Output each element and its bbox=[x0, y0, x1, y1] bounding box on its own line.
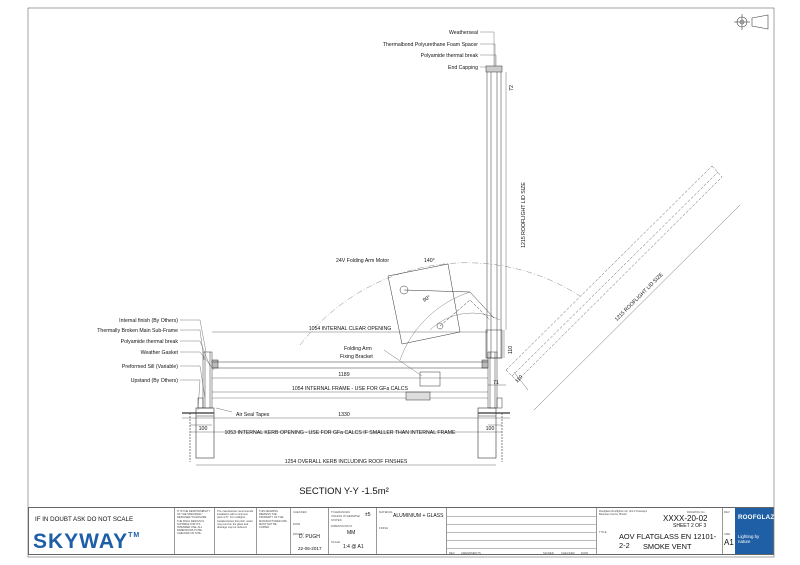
section-title: SECTION Y-Y -1.5m² bbox=[299, 486, 389, 497]
label-end-capping: End Capping bbox=[448, 65, 478, 71]
units-value: MM bbox=[347, 530, 356, 536]
company-address: Roofglaze Rooflights Ltd, Unit 2 Fiveway… bbox=[599, 510, 648, 517]
note-2: The manufacturer recommends installation… bbox=[215, 508, 257, 554]
scale-label: SCALE bbox=[331, 540, 341, 544]
label-angle-90: 90° bbox=[422, 295, 432, 304]
opening-arcs bbox=[299, 262, 581, 361]
brand-name: SKYWAY bbox=[33, 530, 129, 553]
title-label: TITLE bbox=[599, 530, 607, 534]
sheet-border bbox=[27, 7, 775, 558]
label-sub-frame: Thermally Broken Main Sub-Frame bbox=[97, 328, 178, 334]
sub-frame-left bbox=[197, 351, 219, 409]
drawn-date: 22-06-2017 bbox=[298, 546, 322, 551]
label-angle-open: 140° bbox=[424, 258, 435, 264]
drawn-by: D. PUGH bbox=[299, 534, 320, 540]
dim-110-a: 110 bbox=[508, 346, 514, 354]
checked-label: CHECKED bbox=[293, 510, 307, 514]
rev-header-amendments: AMENDMENTS bbox=[461, 551, 481, 555]
dimensions-label: DIMENSIONS IN bbox=[331, 524, 353, 528]
rev-header-date: DATE bbox=[581, 551, 589, 555]
label-foam-spacer: Thermalbond Polyurethane Foam Spacer bbox=[383, 42, 478, 48]
dim-internal-frame: 1054 INTERNAL FRAME - USE FOR GFa CALCS bbox=[292, 386, 409, 392]
label-polyamide: Polyamide thermal break bbox=[421, 53, 479, 59]
material-label: MATERIAL bbox=[379, 510, 393, 514]
label-thermal-break: Polyamide thermal break bbox=[121, 339, 179, 345]
label-motor: 24V Folding Arm Motor bbox=[336, 258, 389, 264]
dim-kerb-opening: 1053 INTERNAL KERB OPENING - USE FOR GFa… bbox=[225, 430, 457, 436]
title-line-1: AOV FLATGLASS EN 12101-2-2 bbox=[619, 532, 717, 550]
label-folding-arm: Folding Arm bbox=[344, 346, 372, 352]
dim-1189: 1189 bbox=[338, 372, 349, 378]
drawn-label: DRAWN bbox=[293, 532, 304, 536]
dimension-texts: 1054 INTERNAL CLEAR OPENING 1189 1054 IN… bbox=[199, 85, 665, 465]
label-sill: Preformed Sill (Variable) bbox=[122, 364, 178, 370]
top-labels: Weatherseal Thermalbond Polyurethane Foa… bbox=[383, 30, 479, 71]
brand-mark: TM bbox=[128, 532, 141, 539]
dim-lid-vertical: 1215 ROOFLIGHT LID SIZE bbox=[521, 182, 527, 248]
drawing-info: Roofglaze Rooflights Ltd, Unit 2 Fiveway… bbox=[597, 508, 723, 554]
drawn-cell: CHECKED DATE DRAWN D. PUGH 22-06-2017 bbox=[291, 508, 329, 554]
misc-labels: 24V Folding Arm Motor Folding Arm Fixing… bbox=[236, 258, 435, 418]
tolerance-cell: TOLERANCES UNLESS OTHERWISE STATED ±5 DI… bbox=[329, 508, 377, 554]
title-block: IF IN DOUBT ASK DO NOT SCALE SKYWAYTM IT… bbox=[28, 507, 778, 555]
logo-tagline: Lighting by nature bbox=[738, 534, 760, 544]
revisions-table: REV AMENDMENTS SIGNED CHECKED DATE bbox=[447, 508, 597, 555]
leader-lines bbox=[180, 31, 497, 413]
logo-text: ROOFGLAZE bbox=[738, 514, 779, 521]
finish-label: FINISH bbox=[379, 526, 389, 530]
sheet-size: A1 bbox=[724, 538, 734, 547]
label-internal-finish: Internal finish (By Others) bbox=[119, 318, 178, 324]
skyway-logo: SKYWAYTM bbox=[33, 530, 140, 554]
frame-rails bbox=[212, 361, 488, 399]
title-line-2: SMOKE VENT bbox=[643, 542, 692, 551]
rev-header-signed: SIGNED bbox=[543, 551, 554, 555]
material-cell: MATERIAL ALUMINIUM + GLASS FINISH bbox=[377, 508, 447, 554]
tolerance-value: ±5 bbox=[365, 512, 371, 518]
rev-header-rev: REV bbox=[449, 551, 455, 555]
dim-overall: 1254 OVERALL KERB INCLUDING ROOF FINSHES bbox=[285, 459, 408, 465]
warning-cell: IF IN DOUBT ASK DO NOT SCALE SKYWAYTM bbox=[29, 508, 175, 554]
dim-71: 71 bbox=[493, 380, 499, 386]
dim-110-b: 110 bbox=[514, 374, 524, 384]
projection-symbol-icon bbox=[734, 14, 769, 30]
rev-label: REV bbox=[724, 510, 730, 514]
label-upstand: Upstand (By Others) bbox=[131, 378, 179, 384]
size-label: SIZE bbox=[724, 532, 731, 536]
rev-header-checked: CHECKED bbox=[561, 551, 575, 555]
sheet-number: SHEET 2 OF 3 bbox=[673, 523, 707, 529]
sub-frame-right bbox=[481, 351, 503, 409]
upstand-left bbox=[182, 407, 215, 462]
dim-1330: 1330 bbox=[338, 412, 350, 418]
label-fixing-bracket: Fixing Bracket bbox=[340, 354, 373, 360]
dim-lid-angled: 1215 ROOFLIGHT LID SIZE bbox=[614, 272, 665, 323]
lid-angled bbox=[505, 165, 723, 382]
dimension-lines bbox=[182, 72, 741, 466]
label-weather-gasket: Weather Gasket bbox=[141, 350, 179, 356]
dim-internal-clear: 1054 INTERNAL CLEAR OPENING bbox=[309, 326, 392, 332]
dim-72: 72 bbox=[509, 85, 515, 91]
note-1: IT IS THE RESPONSIBILITY OF THE SPECIFIE… bbox=[175, 508, 215, 554]
material-value: ALUMINIUM + GLASS bbox=[393, 513, 444, 519]
drawing-number: XXXX-20-02 bbox=[663, 514, 708, 523]
lid-open-vertical bbox=[485, 65, 503, 359]
warning-text: IF IN DOUBT ASK DO NOT SCALE bbox=[35, 516, 134, 523]
left-labels: Internal finish (By Others) Thermally Br… bbox=[97, 318, 178, 384]
upstand-right bbox=[477, 407, 510, 462]
tolerance-label: TOLERANCES UNLESS OTHERWISE STATED bbox=[331, 510, 360, 522]
scale-value: 1:4 @ A1 bbox=[343, 544, 364, 550]
drawing-number-label: DRAWING No. bbox=[687, 510, 706, 514]
date-label: DATE bbox=[293, 522, 301, 526]
label-air-seal: Air Seal Tapes bbox=[236, 412, 270, 418]
dim-100-right: 100 bbox=[486, 426, 495, 432]
label-weatherseal: Weatherseal bbox=[449, 30, 478, 36]
roofglaze-logo: ROOFGLAZE Lighting by nature bbox=[735, 508, 778, 554]
dim-100-left: 100 bbox=[199, 426, 208, 432]
note-3: THIS DRAWING REMAINS THE PROPERTY OF THE… bbox=[257, 508, 291, 554]
